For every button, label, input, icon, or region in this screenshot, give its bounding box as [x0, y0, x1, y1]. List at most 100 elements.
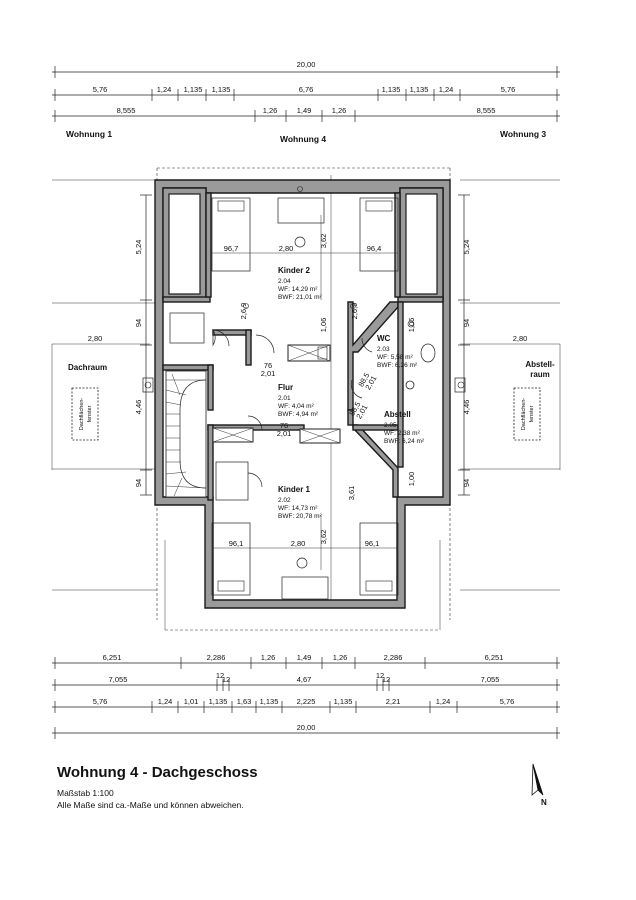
dim-bottom-row2: 12 [376, 671, 384, 680]
dim-bottom-row2: 12 [216, 671, 224, 680]
dim-bottom-row3: 5,76 [93, 697, 108, 706]
room-wf: WF: 4,04 m² [278, 403, 315, 410]
room-wf: WF: 14,29 m² [278, 286, 318, 293]
dim-inner-bed: 96,1 [229, 539, 244, 548]
dim-top-total: 20,00 [297, 60, 316, 69]
dim-bottom-row1: 2,286 [384, 653, 403, 662]
dim-top-row3: 1,26 [332, 106, 347, 115]
dim-top-row2: 1,135 [184, 85, 203, 94]
dim-bottom-row2: 7,055 [481, 675, 500, 684]
top-dimension-lines: 20,00 5,76 1,24 1,135 1,135 6,76 1,135 1… [52, 60, 560, 122]
dim-top-row3: 8,555 [477, 106, 496, 115]
inner-dimensions: 96,7 2,80 3,62 96,4 2,6,9 2,6,9 1,06 1,0… [212, 215, 416, 570]
dim-bottom-row1: 6,251 [103, 653, 122, 662]
dim-bottom-row1: 1,49 [297, 653, 312, 662]
room-abstell: Abstell 2.05 WF: 2,38 m² BWF: 6,24 m² [384, 410, 425, 445]
room-number: 2.05 [384, 422, 397, 429]
room-bwf: BWF: 6,24 m² [384, 438, 425, 445]
dim-side-left: 5,24 [134, 240, 143, 255]
side-dimension-lines: 5,24 94 4,46 94 5,24 94 4,46 94 2,80 2,8… [88, 194, 528, 496]
dim-inner-bed: 96,7 [224, 244, 239, 253]
dim-top-row2: 1,135 [382, 85, 401, 94]
room-kinder1: Kinder 1 2.02 WF: 14,73 m² BWF: 20,78 m² [278, 485, 323, 520]
dim-bottom-row3: 1,24 [158, 697, 173, 706]
dim-top-row2: 5,76 [93, 85, 108, 94]
dim-bottom-row3: 1,01 [184, 697, 199, 706]
roof-lines [51, 167, 561, 631]
furniture [142, 186, 466, 600]
room-bwf: BWF: 21,01 m² [278, 294, 323, 301]
dim-bottom-row1: 1,26 [261, 653, 276, 662]
dim-bottom-row2: 4,67 [297, 675, 312, 684]
room-wc: WC 2.03 WF: 5,58 m² BWF: 6,26 m² [377, 334, 418, 369]
dim-bottom-row3: 2,225 [297, 697, 316, 706]
dim-side-right: 94 [462, 319, 471, 327]
room-kinder2: Kinder 2 2.04 WF: 14,29 m² BWF: 21,01 m² [278, 266, 323, 301]
dim-top-row2: 1,24 [157, 85, 172, 94]
north-label: N [541, 798, 547, 807]
unit-label-left: Wohnung 1 [66, 129, 112, 139]
unit-label-right: Wohnung 3 [500, 129, 546, 139]
dim-inner-height: 3,62 [319, 530, 328, 545]
dim-inner-1-06: 1,06 [407, 318, 416, 333]
room-number: 2.04 [278, 278, 291, 285]
skylight-left-line2: fenster [87, 405, 93, 422]
room-wf: WF: 5,58 m² [377, 354, 414, 361]
skylight-left: Dachflächen- fenster [71, 387, 99, 441]
room-number: 2.03 [377, 346, 390, 353]
dim-bottom-row3: 2,21 [386, 697, 401, 706]
dim-top-row2: 1,24 [439, 85, 454, 94]
dim-inner-door-201: 2,01 [277, 429, 292, 438]
room-name: Abstell [384, 410, 411, 419]
north-arrow-icon: N [531, 763, 547, 807]
dim-inner-1-00: 1,00 [407, 472, 416, 487]
dim-bottom-row3: 1,135 [260, 697, 279, 706]
dim-inner-door: 2,6,9 [239, 303, 248, 320]
page-title: Wohnung 4 - Dachgeschoss [57, 764, 258, 781]
room-bwf: BWF: 20,78 m² [278, 513, 323, 520]
interior-walls [162, 187, 444, 501]
dim-side-left: 94 [134, 479, 143, 487]
dim-top-row2: 1,135 [212, 85, 231, 94]
dim-inner-3-61: 3,61 [347, 486, 356, 501]
dim-bottom-row2: 12 [382, 675, 390, 684]
dim-top-row3: 1,26 [263, 106, 278, 115]
room-name: Flur [278, 383, 293, 392]
bottom-dimension-lines: 6,251 2,286 1,26 1,49 1,26 2,286 6,251 7… [52, 653, 560, 739]
dim-side-right: 5,24 [462, 240, 471, 255]
room-bwf: BWF: 6,26 m² [377, 362, 418, 369]
dim-inner-door-76: 76 [264, 361, 272, 370]
dim-bottom-row1: 2,286 [207, 653, 226, 662]
dim-inner-1-06: 1,06 [319, 318, 328, 333]
dim-bottom-row2: 12 [222, 675, 230, 684]
dim-bottom-row3: 1,135 [334, 697, 353, 706]
dim-bottom-row3: 1,24 [436, 697, 451, 706]
skylight-right-line1: Dachflächen- [521, 398, 527, 431]
room-number: 2.02 [278, 497, 291, 504]
dim-inner-bed: 96,1 [365, 539, 380, 548]
dim-bottom-row3: 1,135 [209, 697, 228, 706]
dim-bottom-row3: 5,76 [500, 697, 515, 706]
room-bwf: BWF: 4,94 m² [278, 411, 319, 418]
dim-bottom-total: 20,00 [297, 723, 316, 732]
dim-top-row2: 5,76 [501, 85, 516, 94]
room-wf: WF: 14,73 m² [278, 505, 318, 512]
dim-bottom-row3: 1,63 [237, 697, 252, 706]
dim-top-row3: 8,555 [117, 106, 136, 115]
room-name: Kinder 2 [278, 266, 311, 275]
room-wf: WF: 2,38 m² [384, 430, 421, 437]
label-dachraum: Dachraum [68, 363, 107, 372]
room-name: Kinder 1 [278, 485, 311, 494]
disclaimer-note: Alle Maße sind ca.-Maße und können abwei… [57, 800, 244, 810]
dim-outer-left: 2,80 [88, 334, 103, 343]
dim-side-right: 94 [462, 479, 471, 487]
dim-top-row3: 1,49 [297, 106, 312, 115]
dim-inner-width: 2,80 [291, 539, 306, 548]
staircase [165, 370, 207, 498]
dim-top-row2: 1,135 [410, 85, 429, 94]
room-name: WC [377, 334, 391, 343]
dim-outer-right: 2,80 [513, 334, 528, 343]
label-abstellraum-1: Abstell- [525, 360, 555, 369]
dim-inner-door-201: 2,01 [261, 369, 276, 378]
